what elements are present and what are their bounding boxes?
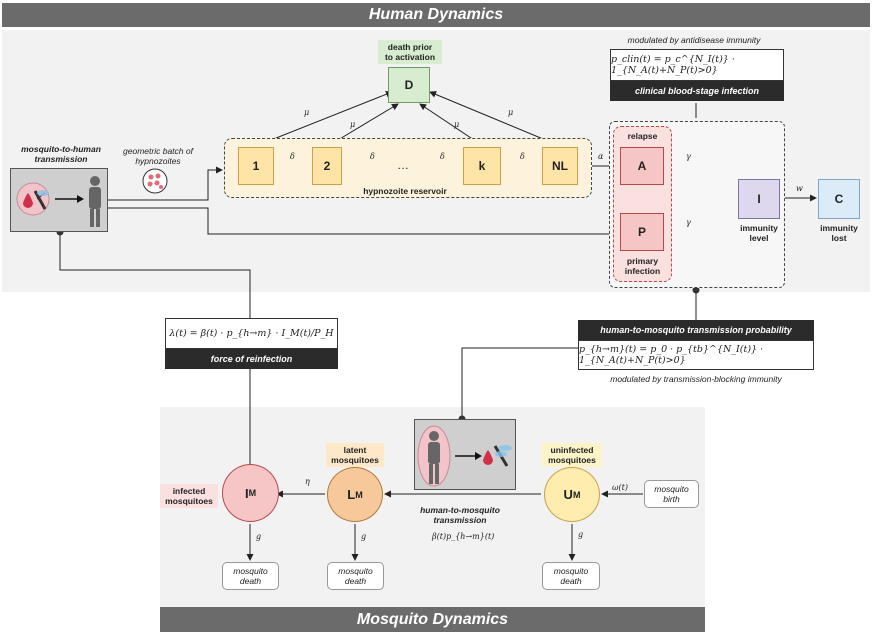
infected-mosquito-death-box: mosquito death [222, 562, 279, 590]
hypnozoite-node-k: k [463, 147, 501, 185]
h2m-probability-formula: p_{h→m}(t) = p_0 · p_{tb}^{N_I(t)} · 1_{… [578, 340, 814, 370]
death-prior-label: death prior to activation [378, 40, 442, 64]
clinical-probability-formula: p_clin(t) = p_c^{N_I(t)} · 1_{N_A(t)+N_P… [610, 49, 784, 81]
primary-node-P: P [620, 213, 664, 251]
h2m-rate-label: β(t)p_{h→m}(t) [432, 532, 495, 541]
delta-4-label: δ [520, 152, 525, 161]
alpha-label: α [598, 152, 604, 161]
immunity-lost-node-C: C [818, 179, 860, 219]
gamma-2-label: γ [686, 218, 691, 227]
g-infected-label: g [256, 532, 262, 541]
latent-mosquitoes-label: latent mosquitoes [326, 443, 384, 467]
gamma-1-label: γ [686, 152, 691, 161]
hypnozoite-ellipsis: … [397, 158, 409, 172]
transmission-blocking-note: modulated by transmission-blocking immun… [610, 374, 782, 384]
immunity-level-label: immunity level [740, 223, 778, 243]
latent-node-letter: L [347, 487, 356, 502]
immunity-node-I: I [738, 179, 780, 219]
primary-infection-label: primary infection [624, 256, 661, 276]
hypnozoite-batch-icon [142, 168, 168, 194]
mu-2-label: μ [350, 120, 356, 129]
relapse-node-A: A [620, 147, 664, 185]
latent-node-sub: M [355, 489, 363, 500]
human-to-mosquito-icon-box [414, 419, 516, 490]
delta-3-label: δ [440, 152, 445, 161]
hypnozoite-node-NL: NL [542, 147, 578, 185]
mosquito-to-human-label: mosquito-to-human transmission [21, 144, 101, 164]
infected-node-letter: I [244, 485, 249, 501]
geometric-batch-label: geometric batch of hypnozoites [123, 146, 193, 166]
w-label: w [796, 184, 803, 193]
infected-node-sub: M [248, 488, 257, 498]
mu-1-label: μ [304, 108, 310, 117]
human-dynamics-banner: Human Dynamics [2, 3, 870, 27]
hypnozoite-reservoir-frame [224, 138, 592, 198]
human-to-mosquito-icon [417, 425, 512, 487]
h2m-transmission-label: human-to-mosquito transmission [420, 505, 500, 525]
uninfected-node-letter: U [563, 487, 573, 502]
mu-4-label: μ [508, 108, 514, 117]
mu-3-label: μ [454, 120, 460, 129]
death-node-D: D [388, 67, 430, 103]
relapse-label: relapse [627, 131, 658, 141]
delta-2-label: δ [370, 152, 375, 161]
g-uninfected-label: g [578, 530, 584, 539]
uninfected-node-sub: M [572, 489, 581, 500]
hypnozoite-node-2: 2 [312, 147, 342, 185]
uninfected-mosquitoes-label: uninfected mosquitoes [542, 443, 602, 467]
antidisease-immunity-note: modulated by antidisease immunity [627, 35, 761, 45]
uninfected-mosquito-death-box: mosquito death [542, 562, 600, 590]
mosquito-dynamics-banner: Mosquito Dynamics [160, 607, 705, 632]
g-latent-label: g [361, 532, 367, 541]
immunity-lost-label: immunity lost [820, 223, 858, 243]
h2m-probability-bar: human-to-mosquito transmission probabili… [578, 320, 814, 340]
mosquito-birth-box: mosquito birth [644, 480, 699, 508]
hypnozoite-reservoir-label: hypnozoite reservoir [363, 186, 447, 196]
hypnozoite-node-1: 1 [238, 147, 274, 185]
clinical-infection-bar: clinical blood-stage infection [610, 81, 784, 101]
latent-mosquito-death-box: mosquito death [327, 562, 384, 590]
force-of-reinfection-bar: force of reinfection [165, 349, 338, 369]
reinfection-formula: λ(t) = β(t) · p_{h→m} · I_M(t)/P_H [165, 318, 338, 349]
mosquito-to-human-icon-box [10, 168, 108, 232]
delta-1-label: δ [290, 152, 295, 161]
mosquito-bite-icon [16, 176, 101, 227]
infected-mosquitoes-label: infected mosquitoes [160, 484, 218, 508]
eta-label: η [305, 477, 310, 486]
omega-label: ω(t) [612, 483, 628, 492]
